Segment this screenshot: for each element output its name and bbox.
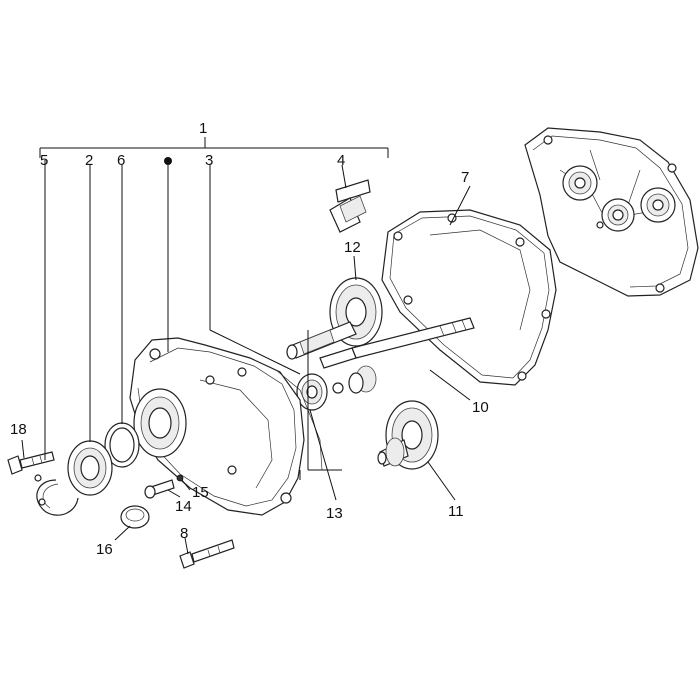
callout-14: 14	[175, 498, 192, 515]
shaft-pinion	[332, 365, 377, 394]
callout-labels: 1 5 2 6 3 4 7 12 10 11 13 18 15 14 16 8	[10, 120, 489, 558]
circlip	[34, 474, 79, 516]
callout-2: 2	[85, 152, 93, 169]
callout-12: 12	[344, 239, 361, 256]
callout-18: 18	[10, 421, 27, 438]
kit-marker-dot	[164, 157, 172, 165]
kit-bracket	[39, 137, 389, 158]
callout-7: 7	[461, 169, 469, 186]
leader-lines	[21, 160, 471, 555]
plug-cap	[120, 505, 150, 529]
callout-11: 11	[448, 503, 464, 520]
bolt-8	[179, 539, 235, 569]
transmission-cover	[129, 337, 323, 516]
callout-16: 16	[96, 541, 113, 558]
callout-4: 4	[337, 152, 345, 169]
inner-bearing	[296, 373, 328, 411]
oil-seal	[104, 422, 140, 468]
cover-bearing	[67, 440, 113, 496]
callout-10: 10	[472, 399, 489, 416]
housing-bearing-a	[562, 165, 598, 201]
gear-12	[286, 277, 383, 360]
callout-5: 5	[40, 152, 48, 169]
gear-11	[377, 400, 439, 470]
stud-bolt	[329, 179, 371, 233]
callout-8: 8	[180, 525, 188, 542]
output-shaft	[319, 317, 475, 369]
callout-3: 3	[205, 152, 213, 169]
housing-bearing-c	[640, 187, 676, 223]
housing-bearing-b	[601, 198, 635, 232]
callout-15: 15	[192, 484, 209, 501]
gearbox-housing	[524, 127, 699, 297]
screw-14	[144, 474, 184, 499]
callout-6: 6	[117, 152, 125, 169]
callout-1: 1	[199, 120, 207, 137]
gasket	[381, 209, 557, 386]
callout-13: 13	[326, 505, 343, 522]
bolt-18	[7, 451, 55, 475]
